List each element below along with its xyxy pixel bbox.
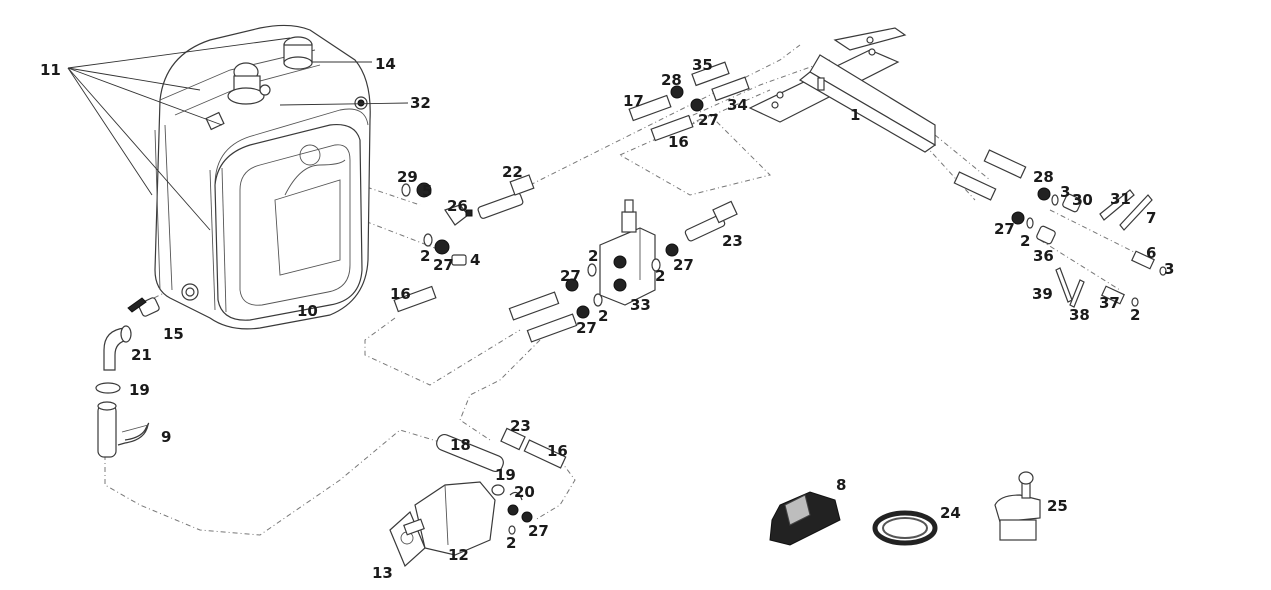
- hydraulic-tank: [154, 24, 371, 330]
- label-32: 32: [410, 94, 431, 112]
- part-labels: 11 14 32 29 5 26 22 2 27 4 16 10 15 21 1…: [40, 55, 1174, 582]
- label-6: 6: [1146, 244, 1156, 262]
- label-19a: 19: [129, 381, 150, 399]
- mounting-bracket: [748, 27, 937, 153]
- label-2g: 2: [506, 534, 516, 552]
- label-30: 30: [1072, 191, 1093, 209]
- label-22: 22: [502, 163, 523, 181]
- valve-block: [508, 199, 738, 343]
- label-13: 13: [372, 564, 393, 582]
- label-39: 39: [1032, 285, 1053, 303]
- tank-fittings: [393, 174, 535, 313]
- label-27g: 27: [528, 522, 549, 540]
- label-2d: 2: [598, 307, 608, 325]
- label-38: 38: [1069, 306, 1090, 324]
- label-17: 17: [623, 92, 644, 110]
- label-16b: 16: [668, 133, 689, 151]
- label-27a: 27: [433, 256, 454, 274]
- label-27e: 27: [576, 319, 597, 337]
- label-14: 14: [375, 55, 396, 73]
- label-35: 35: [692, 56, 713, 74]
- label-16a: 16: [390, 285, 411, 303]
- leader-lines-11: [67, 37, 409, 231]
- label-23a: 23: [722, 232, 743, 250]
- label-3a: 3: [1060, 183, 1070, 201]
- label-27f: 27: [994, 220, 1015, 238]
- label-1: 1: [850, 106, 860, 124]
- label-16c: 16: [547, 442, 568, 460]
- label-23b: 23: [510, 417, 531, 435]
- label-27d: 27: [673, 256, 694, 274]
- label-20: 20: [514, 483, 535, 501]
- label-2a: 2: [420, 247, 430, 265]
- label-8: 8: [836, 476, 846, 494]
- label-5: 5: [422, 182, 432, 200]
- label-21: 21: [131, 346, 152, 364]
- label-9: 9: [161, 428, 171, 446]
- label-26: 26: [447, 197, 468, 215]
- label-2f: 2: [1130, 306, 1140, 324]
- label-7: 7: [1146, 209, 1156, 227]
- label-27b: 27: [698, 111, 719, 129]
- suction-line-parts: [95, 297, 160, 458]
- label-10: 10: [297, 302, 318, 320]
- label-12: 12: [448, 546, 469, 564]
- label-28a: 28: [661, 71, 682, 89]
- label-15: 15: [163, 325, 184, 343]
- label-34: 34: [727, 96, 748, 114]
- control-parts: [953, 149, 1167, 308]
- accessories: [769, 471, 1041, 546]
- label-36: 36: [1033, 247, 1054, 265]
- label-31: 31: [1110, 190, 1131, 208]
- label-19b: 19: [495, 466, 516, 484]
- label-33: 33: [630, 296, 651, 314]
- label-29: 29: [397, 168, 418, 186]
- label-2b: 2: [588, 247, 598, 265]
- label-37: 37: [1099, 294, 1120, 312]
- label-2c: 2: [655, 267, 665, 285]
- label-24: 24: [940, 504, 961, 522]
- label-18: 18: [450, 436, 471, 454]
- label-28b: 28: [1033, 168, 1054, 186]
- label-4: 4: [470, 251, 480, 269]
- label-11: 11: [40, 61, 61, 79]
- hose-routes: [104, 44, 1141, 536]
- top-fittings: [628, 61, 750, 142]
- label-2e: 2: [1020, 232, 1030, 250]
- pump-assembly: [389, 427, 567, 568]
- label-3b: 3: [1164, 260, 1174, 278]
- label-27c: 27: [560, 267, 581, 285]
- label-25: 25: [1047, 497, 1068, 515]
